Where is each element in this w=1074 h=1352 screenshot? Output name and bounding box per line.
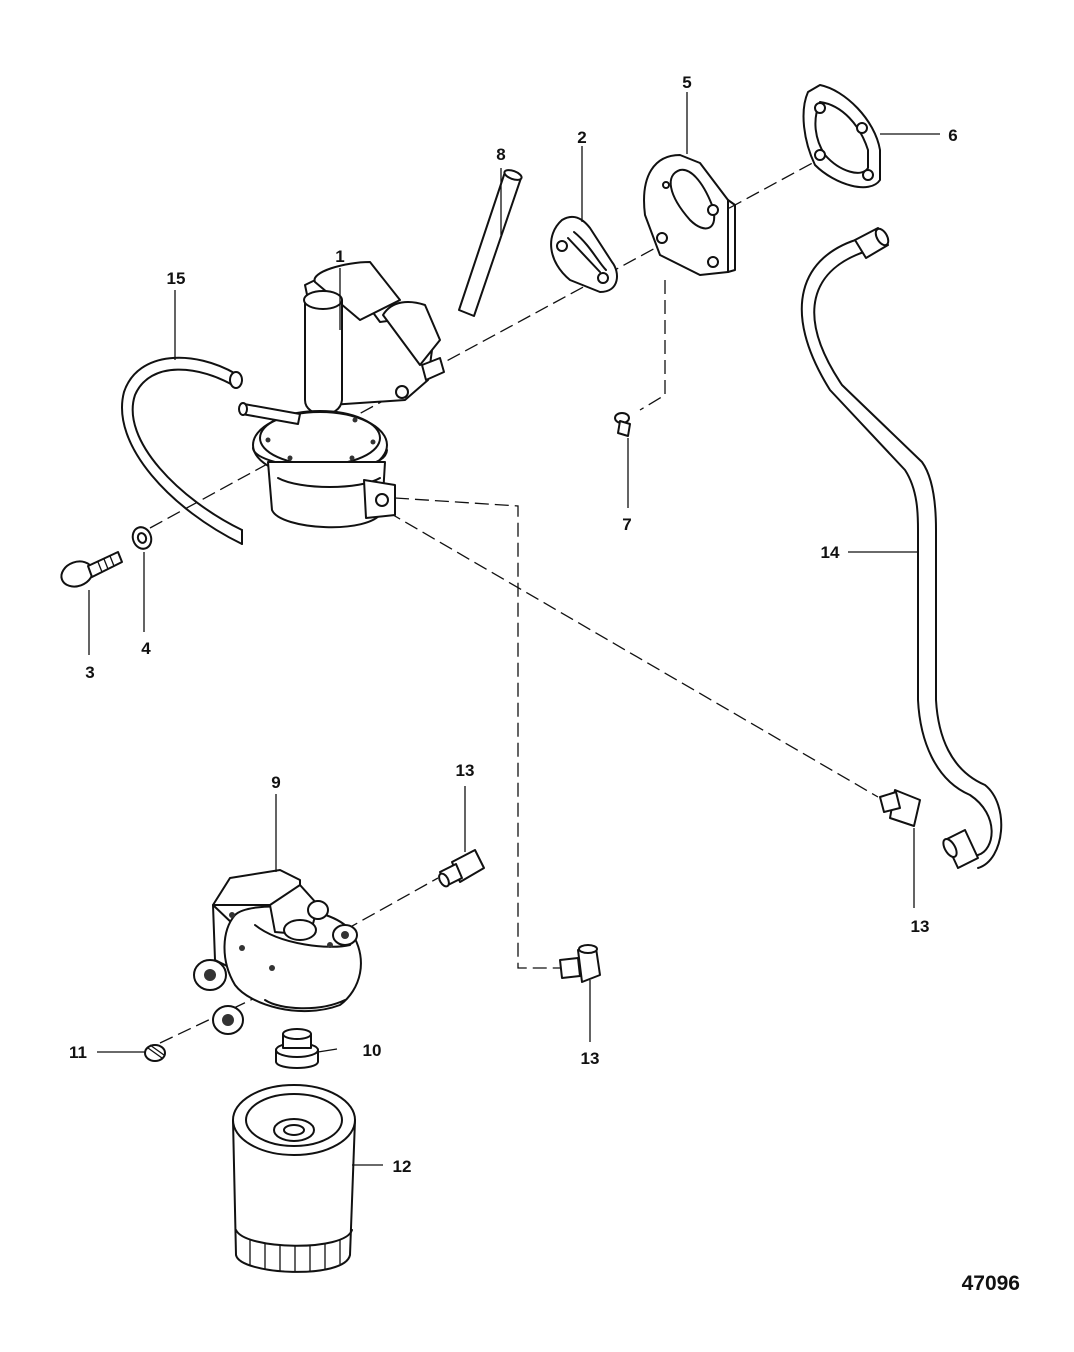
assembly-lines [149, 139, 879, 1044]
part-13-fitting-c [879, 789, 921, 827]
part-13-fitting-b [559, 944, 601, 983]
leader-lines [88, 92, 940, 1166]
part-13-fitting-a [438, 849, 485, 888]
callout-8: 8 [496, 145, 505, 164]
callout-13-c: 13 [911, 917, 930, 936]
part-3-bolt [60, 551, 123, 588]
part-1-fuel-pump [238, 261, 445, 529]
callout-11: 11 [69, 1043, 87, 1062]
figure-number: 47096 [962, 1272, 1020, 1295]
part-2-gasket [550, 215, 618, 293]
callout-7: 7 [622, 515, 631, 534]
callout-2: 2 [577, 128, 586, 147]
callout-6: 6 [948, 126, 957, 145]
part-6-gasket [802, 84, 881, 189]
callout-14: 14 [821, 543, 840, 562]
callout-3: 3 [85, 663, 94, 682]
part-8-vent-hose [458, 169, 523, 317]
callout-10: 10 [363, 1041, 382, 1060]
callout-15: 15 [167, 269, 186, 288]
part-9-filter-head [193, 869, 362, 1035]
part-10-nipple [275, 1028, 319, 1069]
part-5-plate [643, 154, 736, 276]
part-15-hose [121, 356, 243, 545]
callout-5: 5 [682, 73, 691, 92]
callout-4: 4 [141, 639, 151, 658]
part-14-fuel-line [800, 227, 1003, 869]
part-11-plug [144, 1044, 166, 1062]
callout-13-a: 13 [456, 761, 475, 780]
callout-12: 12 [393, 1157, 412, 1176]
callouts: 1 2 3 4 5 6 7 8 9 10 11 12 13 13 13 14 1… [69, 73, 958, 1176]
callout-1: 1 [335, 247, 344, 266]
callout-13-b: 13 [581, 1049, 600, 1068]
part-7-screw [614, 412, 631, 437]
part-4-washer [131, 526, 153, 550]
callout-9: 9 [271, 773, 280, 792]
part-12-filter [232, 1084, 356, 1273]
